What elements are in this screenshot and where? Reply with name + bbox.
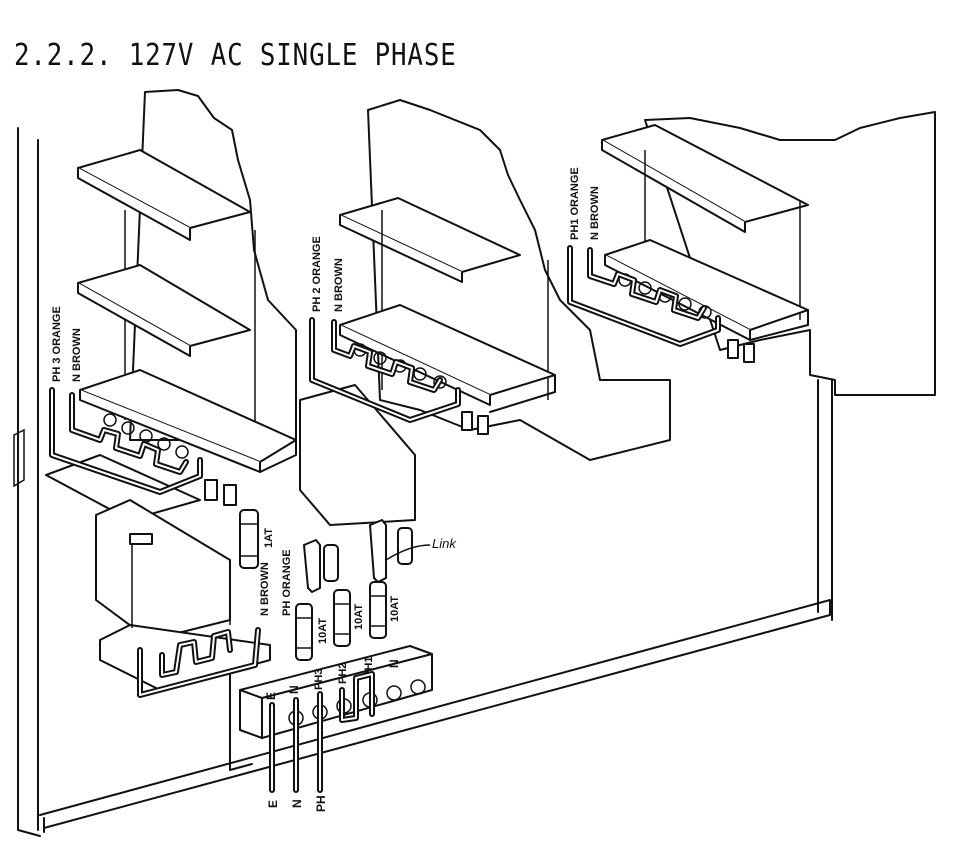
links xyxy=(303,519,431,593)
incoming-e-label: E xyxy=(266,800,280,808)
t3-n-label: N BROWN xyxy=(71,328,83,382)
small-ph-label: PH ORANGE xyxy=(281,549,293,616)
terminal-block xyxy=(239,645,433,739)
fuse-10at-label-2: 10AT xyxy=(353,604,365,630)
incoming-ph-label: PH xyxy=(314,795,328,812)
tb-label-ph2: PH2 xyxy=(337,663,349,684)
transformer-2 xyxy=(299,99,671,526)
t2-ph-label: PH 2 ORANGE xyxy=(311,236,323,312)
fuses-10at xyxy=(295,527,413,661)
t1-ph-label: PH1 ORANGE xyxy=(569,167,581,240)
cabinet-frame xyxy=(13,127,833,837)
t1-n-label: N BROWN xyxy=(589,186,601,240)
t3-ph-label: PH 3 ORANGE xyxy=(51,306,63,382)
small-n-label: N BROWN xyxy=(259,562,271,616)
transformer-1 xyxy=(601,111,936,396)
link-label: Link xyxy=(432,536,457,551)
page-title: 2.2.2. 127V AC SINGLE PHASE xyxy=(14,38,457,73)
terminal-jumpers xyxy=(339,671,375,723)
small-transformer xyxy=(95,499,271,698)
tb-label-n: N xyxy=(287,685,301,694)
terminal-strip-t3 xyxy=(103,413,237,506)
tb-label-e: E xyxy=(264,692,278,700)
tb-label-ph3: PH3 xyxy=(313,669,325,690)
incoming-n-label: N xyxy=(290,799,304,808)
wiring-t2 xyxy=(309,317,461,423)
t2-n-label: N BROWN xyxy=(333,258,345,312)
fuse-1at-label: 1AT xyxy=(263,528,275,548)
fuse-10at-label-1: 10AT xyxy=(317,618,329,644)
transformer-3 xyxy=(45,89,297,521)
incoming-wires xyxy=(269,691,323,793)
wiring-t1 xyxy=(567,245,721,347)
tb-label-n2: N xyxy=(387,659,401,668)
wiring-t3 xyxy=(49,387,203,495)
fuse-1at xyxy=(239,509,259,569)
fuse-10at-label-3: 10AT xyxy=(389,596,401,622)
